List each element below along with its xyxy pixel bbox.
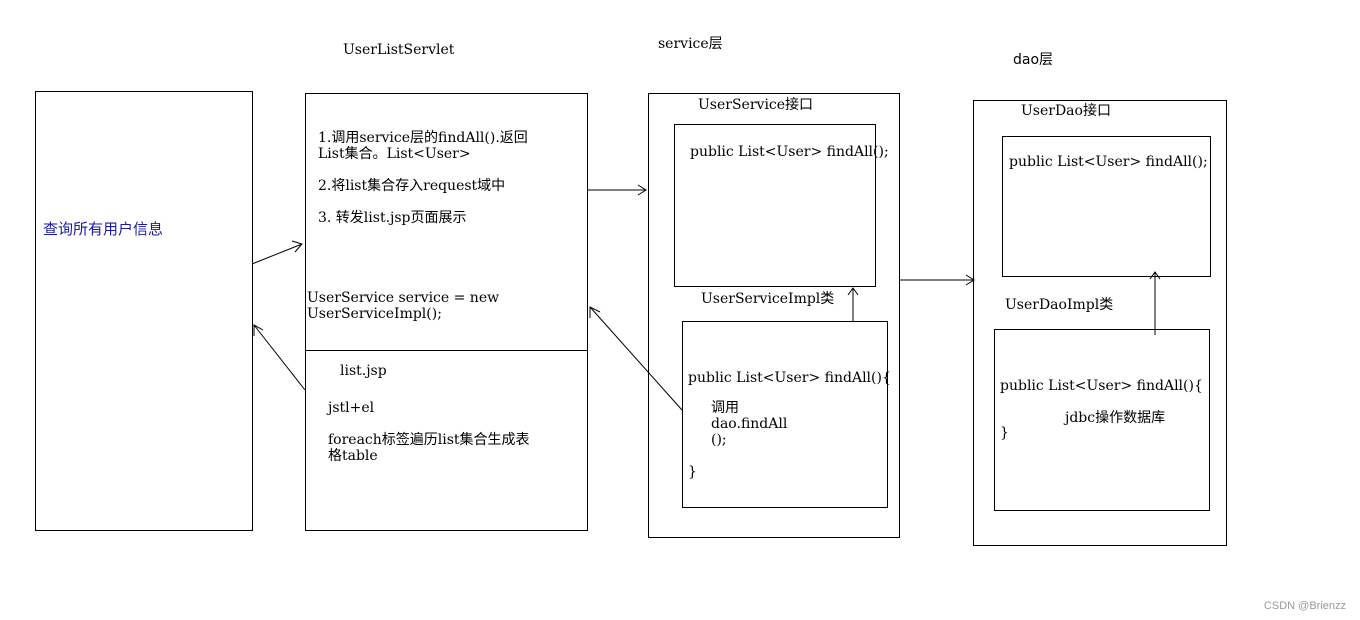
dao-impl-title: UserDaoImpl类 [1005, 297, 1114, 313]
dao-title: dao层 [1013, 52, 1054, 68]
arrow-servlet-to-service [588, 184, 647, 196]
client-box [35, 91, 253, 531]
servlet-step1-line1: 1.调用service层的findAll().返回 [318, 130, 528, 146]
servlet-step2: 2.将list集合存入request域中 [318, 178, 506, 194]
service-impl-line1: public List<User> findAll(){ [688, 370, 891, 386]
service-title: service层 [658, 36, 723, 52]
jsp-line1: jstl+el [328, 400, 375, 416]
arrow-servlet-to-client [253, 324, 306, 391]
service-impl-line2: 调用 [711, 400, 739, 416]
dao-interface-method: public List<User> findAll(); [1009, 154, 1208, 170]
service-impl-line4: (); [711, 432, 727, 448]
service-interface-method: public List<User> findAll(); [690, 144, 889, 160]
jsp-line2a: foreach标签遍历list集合生成表 [328, 432, 530, 448]
dao-impl-line1: public List<User> findAll(){ [1000, 378, 1203, 394]
dao-impl-box [994, 329, 1210, 511]
servlet-code-line1: UserService service = new [307, 290, 500, 306]
arrow-client-to-servlet [251, 240, 303, 265]
client-label: 查询所有用户信息 [43, 220, 164, 238]
arrow-service-to-dao [900, 274, 975, 286]
dao-interface-title: UserDao接口 [1021, 103, 1111, 119]
service-interface-box [674, 124, 876, 287]
watermark: CSDN @Brienzz [1263, 600, 1346, 612]
servlet-box [305, 93, 588, 531]
dao-impl-line3: } [1000, 425, 1009, 441]
service-impl-line5: } [688, 464, 697, 480]
jsp-line2b: 格table [328, 448, 378, 464]
dao-impl-line2: jdbc操作数据库 [1065, 410, 1166, 426]
service-interface-title: UserService接口 [698, 97, 814, 113]
service-impl-title: UserServiceImpl类 [701, 291, 835, 307]
dao-layer-box [973, 100, 1227, 546]
servlet-code-line2: UserServiceImpl(); [307, 306, 442, 322]
servlet-divider [305, 350, 588, 351]
jsp-title: list.jsp [340, 363, 387, 379]
service-impl-box [682, 321, 888, 508]
servlet-step1-line2: List集合。List<User> [318, 146, 471, 162]
service-impl-line3: dao.findAll [711, 416, 788, 432]
servlet-step3: 3. 转发list.jsp页面展示 [318, 210, 467, 226]
dao-interface-box [1002, 136, 1211, 277]
servlet-title: UserListServlet [343, 42, 455, 58]
